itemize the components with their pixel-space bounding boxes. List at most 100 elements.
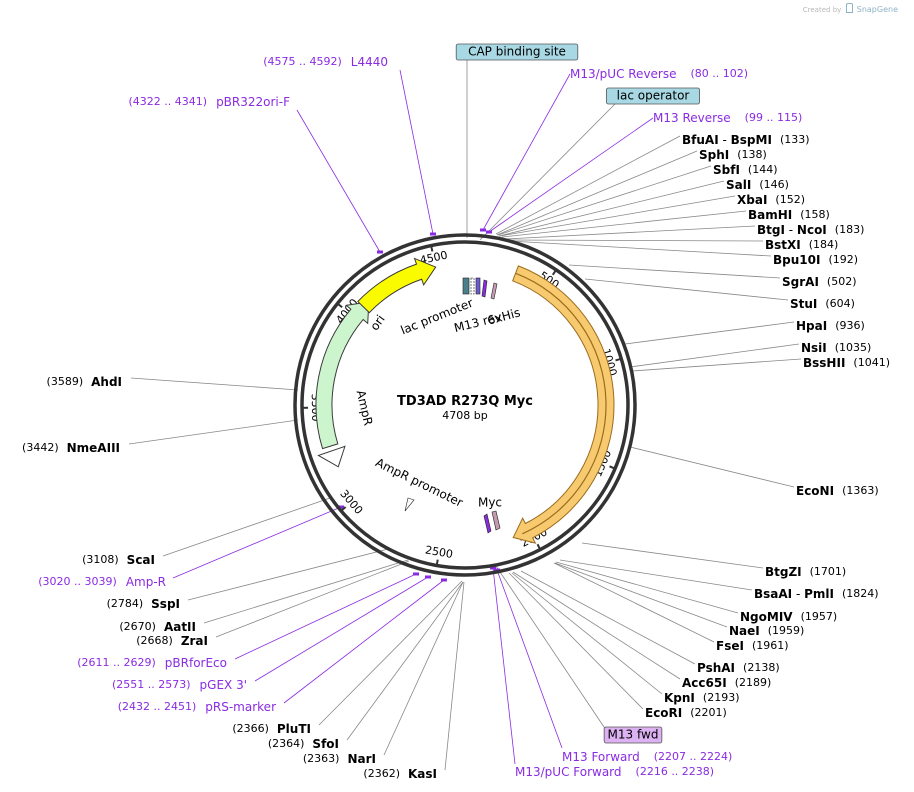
enzyme-label: (2668) ZraI	[136, 634, 208, 648]
plasmid-length: 4708 bp	[442, 409, 487, 422]
enzyme-position: (183)	[835, 223, 865, 236]
enzyme-position: (158)	[800, 208, 830, 221]
snapgene-logo-icon	[845, 3, 853, 13]
leader-line	[631, 358, 802, 372]
primer-site-mark	[480, 228, 486, 232]
leader-line	[508, 572, 644, 710]
enzyme-position: (2784)	[107, 597, 144, 610]
enzyme-dash: -	[719, 133, 731, 147]
leader-line	[444, 581, 465, 771]
primer-position: (2551 .. 2573)	[112, 678, 191, 691]
primer-name: pBR322ori-F	[216, 95, 290, 109]
enzyme-position: (936)	[835, 319, 865, 332]
enzyme-label: StuI(604)	[790, 297, 855, 311]
enzyme-position: (184)	[809, 238, 839, 251]
primer-name: M13 Forward	[562, 750, 640, 764]
primer-position: (2611 .. 2629)	[77, 656, 156, 669]
enzyme-name-2: NcoI	[797, 223, 827, 237]
enzyme-name-2: BspMI	[731, 133, 772, 147]
feature-label: Myc	[478, 496, 502, 510]
primer-label: (3020 .. 3039)Amp-R	[38, 575, 166, 589]
enzyme-dash: -	[792, 587, 804, 601]
enzyme-label: Bpu10I(192)	[773, 253, 858, 267]
leader-line	[318, 580, 463, 726]
primer-leader-line	[283, 579, 445, 704]
enzyme-label: SalI(146)	[726, 178, 789, 192]
enzyme-position: (1701)	[810, 565, 847, 578]
enzyme-name: SalI	[726, 178, 751, 192]
primer-name: pBRforEco	[165, 656, 227, 670]
enzyme-position: (1041)	[853, 356, 890, 369]
enzyme-label: (2362) KasI	[363, 767, 437, 781]
backbone-outer-circle	[293, 233, 637, 577]
boxed-label-box	[606, 87, 701, 105]
plasmid-backbone	[293, 233, 637, 577]
small-features	[404, 277, 501, 534]
m13-rev-glyph	[481, 279, 488, 298]
feature-label: ori	[367, 312, 387, 333]
enzyme-label: BtgI - NcoI(183)	[757, 223, 864, 237]
feature-label: AmpR	[354, 389, 376, 427]
lac-promoter-glyph	[470, 277, 475, 295]
enzyme-label: BstXI(184)	[765, 238, 838, 252]
enzyme-label: BssHII (1041)	[803, 356, 890, 370]
plasmid-center: TD3AD R273Q Myc 4708 bp	[397, 394, 533, 422]
enzyme-position: (1363)	[842, 484, 879, 497]
leader-line	[554, 562, 728, 628]
myc-tag-glyph	[491, 510, 501, 531]
enzyme-position: (2668)	[136, 634, 173, 647]
enzyme-position: (2670)	[119, 620, 156, 633]
primer-label: (4322 .. 4341)pBR322ori-F	[129, 95, 291, 109]
enzyme-label: BsaAI - PmlI(1824)	[754, 587, 879, 601]
leader-line	[346, 581, 464, 741]
enzyme-name: ZraI	[181, 634, 208, 648]
primer-label: M13/pUC Reverse(80 .. 102)	[570, 67, 748, 81]
enzyme-name: BssHII	[803, 356, 845, 370]
backbone-inner-circle	[300, 240, 630, 570]
enzyme-label: SbfI(144)	[713, 163, 778, 177]
primer-position: (2216 .. 2238)	[636, 765, 715, 778]
enzyme-position: (1957)	[801, 610, 838, 623]
leader-line	[203, 559, 409, 624]
enzyme-position: (2362)	[363, 767, 400, 780]
enzyme-name: KasI	[408, 767, 437, 781]
enzyme-label: EcoNI(1363)	[796, 484, 879, 498]
ampr-promoter-glyph	[404, 497, 415, 512]
enzyme-name: PshAI	[697, 661, 735, 675]
primer-name: pRS-marker	[205, 700, 276, 714]
enzyme-name: AhdI	[91, 375, 122, 389]
primer-position: (4575 .. 4592)	[263, 55, 342, 68]
boxed-label-text: lac operator	[617, 89, 690, 103]
enzyme-position: (3442)	[22, 441, 59, 454]
enzyme-position: (2364)	[268, 737, 305, 750]
enzyme-label: XbaI(152)	[737, 193, 805, 207]
boxed-feature-label: M13 fwd	[603, 726, 663, 744]
enzyme-name: PluTI	[277, 722, 311, 736]
enzyme-position: (133)	[780, 133, 810, 146]
enzyme-position: (2189)	[735, 676, 772, 689]
enzyme-position: (502)	[827, 275, 857, 288]
primer-name: M13/pUC Forward	[515, 765, 622, 779]
myc-orf-centerline	[515, 272, 607, 535]
enzyme-label: NsiI (1035)	[801, 341, 871, 355]
leader-lines	[128, 60, 802, 771]
enzyme-label: (2670)AatII	[119, 620, 196, 634]
leader-line	[508, 240, 772, 257]
tick-label: 4500	[419, 249, 449, 268]
primer-leader-line	[492, 567, 516, 765]
enzyme-label: (2363)NarI	[303, 752, 376, 766]
enzyme-label: (3589)AhdI	[47, 375, 122, 389]
feature-label: 6xHis	[486, 305, 522, 327]
primer-site-mark	[377, 250, 383, 254]
enzyme-position: (1035)	[835, 341, 872, 354]
enzyme-label: BtgZI(1701)	[765, 565, 846, 579]
enzyme-position: (1959)	[768, 624, 805, 637]
enzyme-name: NsiI	[801, 341, 827, 355]
enzyme-name: BamHI	[748, 208, 792, 222]
primer-leader-line	[496, 569, 563, 749]
leader-line	[559, 559, 753, 591]
leader-line	[496, 150, 698, 236]
enzyme-label: HpaI(936)	[796, 319, 865, 333]
6xhis-glyph	[490, 282, 498, 300]
enzyme-label: EcoRI(2201)	[645, 706, 727, 720]
